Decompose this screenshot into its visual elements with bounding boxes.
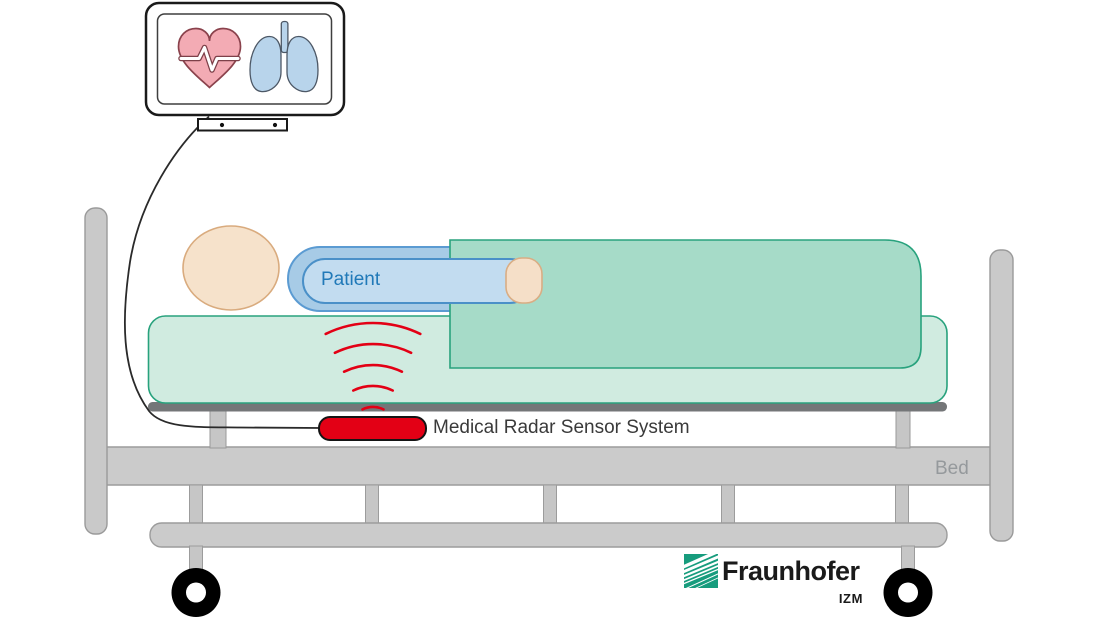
mattress-platform-bar: [148, 402, 947, 412]
heart-ecg-icon: [177, 27, 242, 89]
strut: [895, 484, 909, 526]
fraunhofer-wordmark: Fraunhofer: [722, 556, 860, 586]
footboard: [989, 249, 1014, 542]
lungs-icon: [249, 20, 319, 93]
bed-label: Bed: [935, 458, 969, 479]
sensor-monitor-cable: [123, 115, 323, 429]
radar-wave: [342, 363, 404, 373]
stand-screw: [219, 122, 225, 128]
bed-frame: [84, 207, 1014, 617]
fraunhofer-logo-icon: [684, 554, 718, 588]
sensor-label: Medical Radar Sensor System: [433, 417, 690, 438]
bed-frame-struts: [189, 484, 909, 526]
stand-screw: [272, 122, 278, 128]
radar-wave: [333, 342, 413, 355]
radar-waves-icon: [324, 321, 422, 411]
monitor-stand: [197, 118, 288, 132]
blanket: [449, 239, 922, 369]
bed-frame-main-bar: [95, 446, 1004, 486]
radar-wave: [352, 384, 394, 392]
radar-sensor-device: [318, 416, 427, 441]
strut: [543, 484, 557, 526]
headboard: [84, 207, 108, 535]
strut: [365, 484, 379, 526]
bed-wheel-icon: [171, 568, 221, 617]
patient-label: Patient: [321, 269, 381, 290]
patient-hand: [505, 257, 543, 304]
patient-head: [182, 225, 280, 311]
fraunhofer-izm-logo: Fraunhofer IZM: [684, 554, 864, 610]
vital-signs-monitor-icon: [144, 1, 346, 132]
platform-post-left: [209, 408, 227, 449]
strut: [721, 484, 735, 526]
platform-post-right: [895, 408, 911, 449]
bed-wheel-icon: [883, 568, 933, 617]
izm-label: IZM: [838, 591, 863, 606]
radar-wave: [324, 321, 422, 336]
bed-frame-lower-bar: [149, 522, 948, 548]
radar-wave: [361, 405, 385, 411]
strut: [189, 484, 203, 526]
